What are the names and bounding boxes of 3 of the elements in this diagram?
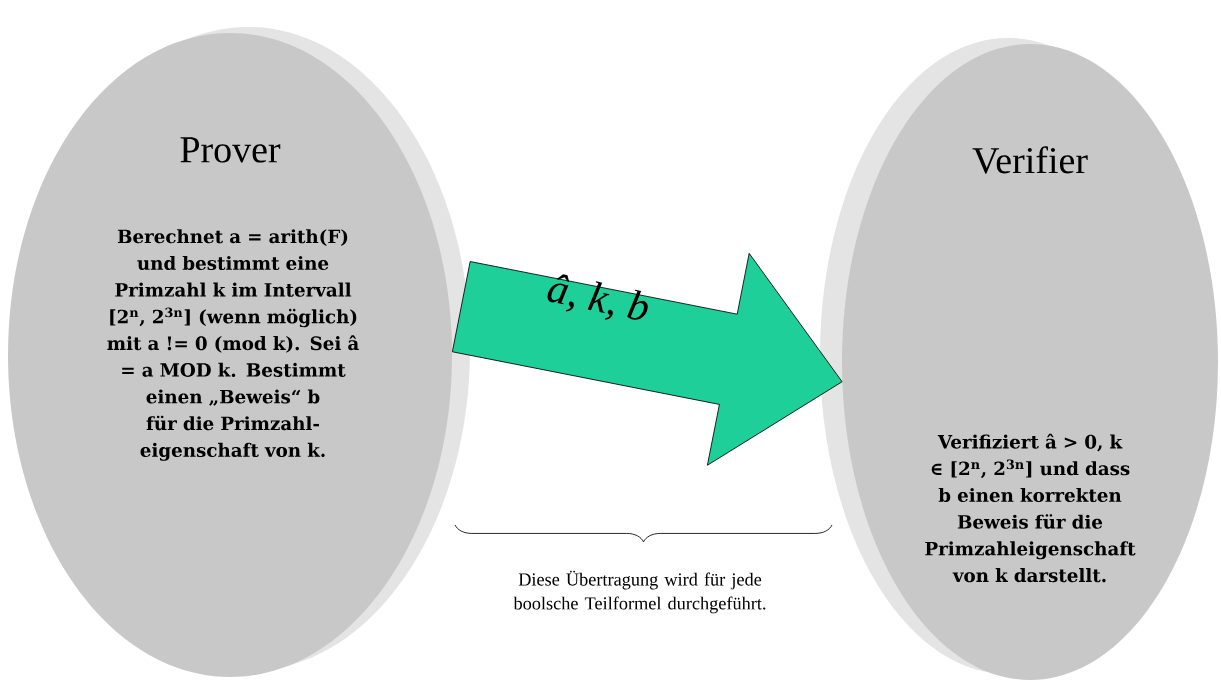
block-arrow bbox=[451, 252, 843, 466]
edge-label: â, k, b bbox=[547, 274, 648, 320]
note: Diese Übertragung wird für jede boolsche Teilformel durchgeführt. bbox=[513, 570, 766, 614]
